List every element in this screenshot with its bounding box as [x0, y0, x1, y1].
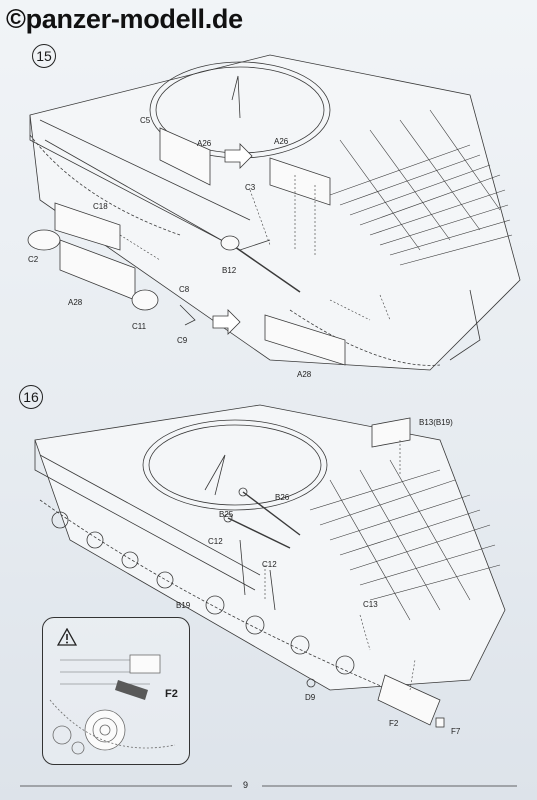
label-c2: C2 [28, 255, 39, 264]
label-b25: B25 [219, 510, 234, 519]
label-c12-a: C12 [208, 537, 223, 546]
inset-detail [49, 654, 176, 755]
label-f7: F7 [451, 727, 461, 736]
label-c18: C18 [93, 202, 108, 211]
watermark: ©panzer-modell.de [6, 4, 243, 34]
label-b13: B13(B19) [419, 418, 453, 427]
label-c8: C8 [179, 285, 190, 294]
label-d9: D9 [305, 693, 316, 702]
parts-step16 [223, 417, 445, 728]
label-c12-b: C12 [262, 560, 277, 569]
label-a26-left: A26 [197, 139, 212, 148]
label-b12: B12 [222, 266, 237, 275]
warning-inset: F2 [42, 617, 190, 765]
warning-icon [57, 628, 77, 646]
label-b19: B19 [176, 601, 191, 610]
label-f2-small: F2 [389, 719, 399, 728]
label-b26: B26 [275, 493, 290, 502]
label-f2-inset: F2 [165, 688, 178, 700]
parts-step15 [27, 127, 391, 366]
hull-step16 [34, 404, 506, 691]
label-c13: C13 [363, 600, 378, 609]
label-a28-right: A28 [297, 370, 312, 379]
label-c3: C3 [245, 183, 256, 192]
step-number-15: 15 [32, 44, 56, 68]
label-c5: C5 [140, 116, 151, 125]
arrow-right-icon [224, 143, 253, 169]
label-a26-right: A26 [274, 137, 289, 146]
label-a28-left: A28 [68, 298, 83, 307]
label-c11: C11 [132, 322, 147, 331]
label-c9: C9 [177, 336, 188, 345]
page-number: 9 [243, 780, 249, 790]
step-number-16: 16 [19, 385, 43, 409]
